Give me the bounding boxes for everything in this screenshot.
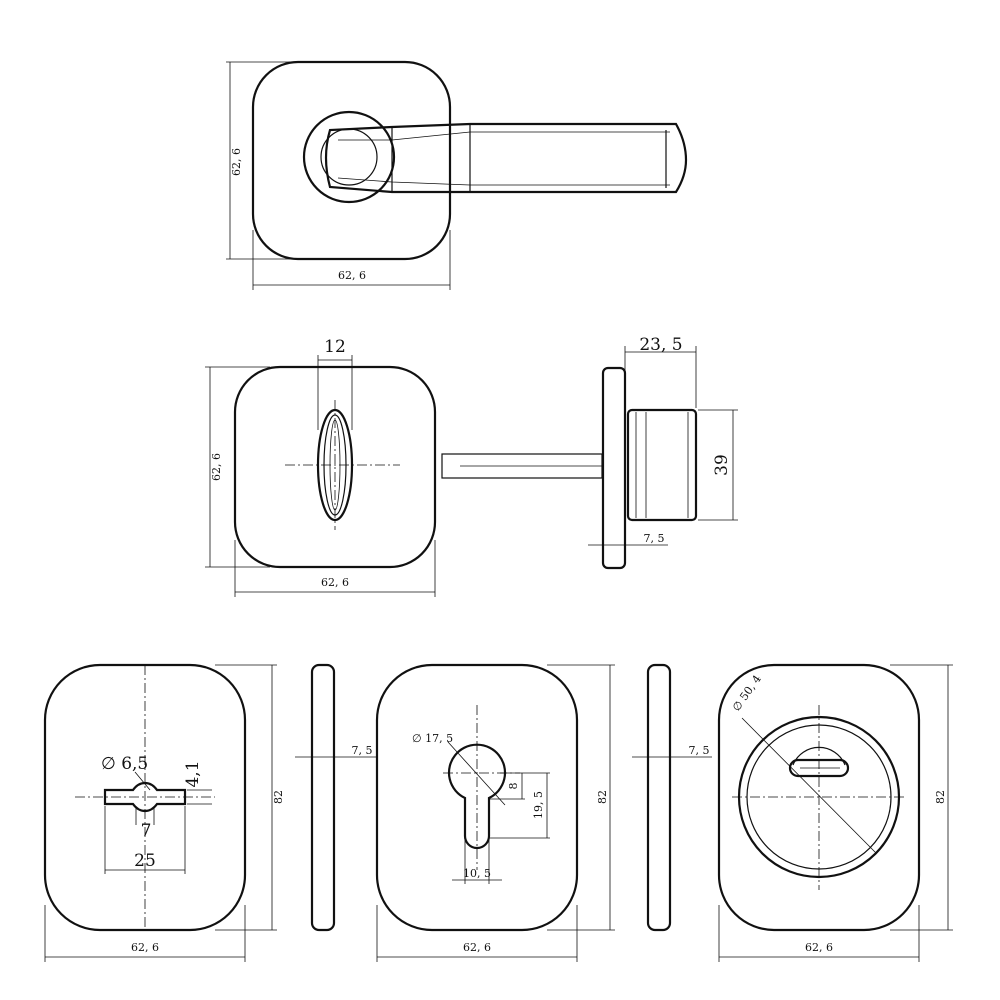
- privacy-front-view: 12 62, 6 62, 6: [205, 337, 437, 597]
- euro-rose-hole-diameter-label: ∅ 17, 5: [412, 732, 453, 745]
- privacy-depth-dim-label: 23, 5: [639, 335, 682, 355]
- privacy-side-height-dim-label: 39: [712, 454, 732, 476]
- round-rose-diameter-label: ∅ 50, 4: [730, 673, 764, 714]
- privacy-rose-outline: [233, 365, 437, 569]
- key-rose-slot-diameter-leader: [134, 771, 151, 791]
- euro-rose-view: ∅ 17, 5 8 19, 5 10, 5 62, 6 82: [375, 663, 615, 962]
- privacy-plate-dim-label: 7, 5: [644, 532, 665, 545]
- key-rose-side-dim-label: 7, 5: [352, 744, 373, 757]
- round-rose-height-label: 82: [934, 790, 947, 804]
- round-rose-thumbturn-arc: [792, 746, 846, 766]
- euro-rose-height-label: 82: [596, 790, 609, 804]
- privacy-height-dim-label: 62, 6: [210, 453, 223, 481]
- euro-rose-side-view: 7, 5: [632, 663, 712, 932]
- privacy-side-knob: [626, 408, 698, 522]
- key-rose-slot-gap-label: 7: [141, 821, 152, 841]
- handle-front-view: 62, 6 62, 6: [226, 60, 688, 290]
- round-rose-thumbturn: [788, 758, 850, 778]
- key-rose-side-view: 7, 5: [295, 663, 376, 932]
- key-rose-slot-diameter-label: ∅ 6,5: [101, 754, 148, 774]
- euro-rose-slot-width-label: 10, 5: [463, 867, 491, 880]
- key-rose-height-label: 82: [272, 790, 285, 804]
- key-rose-side-profile: [310, 663, 336, 932]
- privacy-width-dim-label: 62, 6: [321, 576, 349, 589]
- round-rose-outline: [717, 663, 921, 932]
- key-rose-width-label: 62, 6: [131, 941, 159, 954]
- handle-lever-body: [324, 122, 688, 194]
- round-rose-view: ∅ 50, 4 62, 6 82: [717, 663, 953, 962]
- handle-lever-inner-edge: [337, 131, 670, 186]
- key-rose-slot-length-label: 25: [134, 851, 156, 871]
- euro-rose-width-label: 62, 6: [463, 941, 491, 954]
- privacy-side-plate: [601, 366, 627, 570]
- euro-rose-side-dim-label: 7, 5: [689, 744, 710, 757]
- euro-rose-offset-label: 8: [507, 783, 520, 790]
- euro-rose-cylinder-hole: [447, 743, 507, 850]
- key-rose-slot-height-label: 4,1: [183, 760, 203, 787]
- handle-rose-boss-inner: [320, 128, 378, 186]
- privacy-knob-dim-label: 12: [324, 337, 346, 357]
- round-rose-diameter-leader: [741, 717, 877, 854]
- handle-rose-outline: [251, 60, 452, 261]
- key-rose-view: ∅ 6,5 4,1 7 25 62, 6 82: [43, 663, 285, 962]
- privacy-side-view: 23, 5 39 7, 5: [441, 335, 738, 570]
- euro-rose-total-label: 19, 5: [532, 791, 545, 819]
- handle-rose-boss-outer: [302, 110, 396, 204]
- handle-height-dim-label: 62, 6: [230, 148, 243, 176]
- euro-rose-hole-diameter-leader: [447, 741, 506, 806]
- handle-width-dim-label: 62, 6: [338, 269, 366, 282]
- key-rose-slot: [103, 781, 187, 813]
- euro-rose-outline: [375, 663, 579, 932]
- euro-rose-side-profile: [646, 663, 672, 932]
- round-rose-width-label: 62, 6: [805, 941, 833, 954]
